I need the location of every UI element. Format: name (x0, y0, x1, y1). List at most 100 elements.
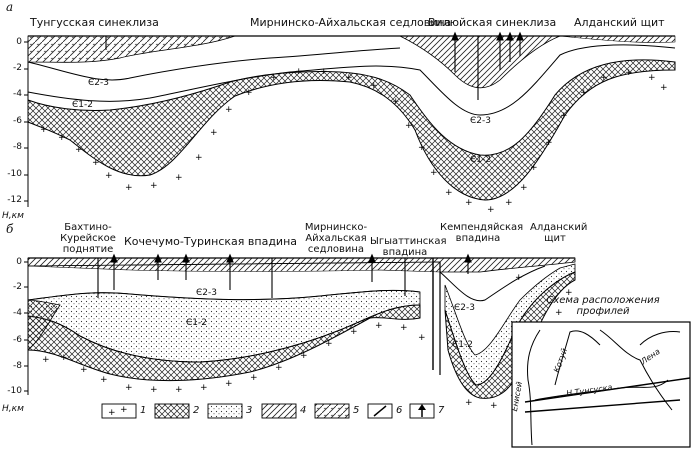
legend-swatch-4 (261, 403, 297, 419)
svg-text:+: + (375, 321, 383, 331)
svg-text:+: + (105, 171, 113, 181)
panel-b-tick-6: -6 (13, 335, 22, 345)
svg-text:+: + (530, 163, 538, 173)
svg-text:+: + (660, 83, 668, 93)
legend-graphics: ++ (101, 403, 435, 419)
svg-text:+: + (245, 88, 253, 98)
svg-text:+: + (560, 111, 568, 121)
svg-text:+: + (505, 198, 513, 208)
svg-text:+: + (350, 327, 358, 337)
inset-title: Схема расположения профилей (546, 295, 660, 317)
svg-text:+: + (80, 365, 88, 375)
panel-a-wells (105, 31, 524, 100)
panel-b-layer-e23-east: Є2-3 (454, 303, 475, 313)
svg-text:+: + (405, 121, 413, 131)
svg-text:+: + (125, 183, 133, 193)
legend-swatch-5 (314, 403, 350, 419)
panel-a-region-tunguska: Тунгусская синеклиза (30, 16, 159, 29)
panel-b-axis-unit: Н,км (2, 404, 24, 414)
svg-text:+: + (325, 339, 333, 349)
svg-text:+: + (345, 73, 353, 83)
legend-swatch-2 (154, 403, 190, 419)
panel-a-layer-e12-west: Є1-2 (72, 100, 93, 110)
svg-text:+: + (465, 398, 473, 408)
svg-text:+: + (320, 67, 328, 77)
panel-a-tick-4: -4 (13, 89, 22, 99)
panel-a-basement-crosses: +++ +++ +++ +++ +++ +++ +++ +++ +++ +++ … (40, 67, 668, 215)
svg-text:+: + (270, 73, 278, 83)
panel-b-tick-10: -10 (7, 386, 22, 396)
panel-a-basement-crosshatch (27, 59, 676, 201)
panel-b-layer-e23-west: Є2-3 (196, 288, 217, 298)
svg-text:+: + (515, 273, 523, 283)
svg-text:+: + (150, 181, 158, 191)
legend-label-7: 7 (438, 405, 445, 416)
svg-text:+: + (300, 351, 308, 361)
svg-text:+: + (625, 68, 633, 78)
legend-label-3: 3 (246, 405, 253, 416)
panel-a-region-mirny: Мирнинско-Айхальская седловина (250, 16, 452, 29)
svg-text:+: + (125, 383, 133, 393)
panel-b-region-mirny: Мирнинско-Айхальская седловина (304, 222, 368, 255)
legend-label-2: 2 (193, 405, 200, 416)
legend-swatch-3 (207, 403, 243, 419)
panel-b-section: +++ +++ +++ +++ +++ ++ +++ +++ ++ (24, 253, 576, 411)
svg-text:+: + (370, 81, 378, 91)
legend-label-4: 4 (300, 405, 307, 416)
svg-text:+: + (250, 373, 258, 383)
svg-text:+: + (545, 138, 553, 148)
panel-b-tick-8: -8 (13, 361, 22, 371)
panel-b-tick-4: -4 (13, 308, 22, 318)
svg-text:+: + (600, 73, 608, 83)
panel-a-region-aldan: Алданский щит (574, 16, 665, 29)
panel-a-layer-e12-east: Є1-2 (470, 155, 491, 165)
svg-text:+: + (40, 125, 48, 135)
svg-text:+: + (150, 385, 158, 395)
svg-text:+: + (648, 73, 656, 83)
panel-b-letter: б (6, 222, 14, 236)
panel-a-layer-e23-west: Є2-3 (88, 78, 109, 88)
panel-b-layer-e12-west: Є1-2 (186, 318, 207, 328)
panel-a-layer-e23-east: Є2-3 (470, 116, 491, 126)
svg-text:+: + (490, 401, 498, 411)
panel-b-region-aldan: Алданский щит (530, 222, 588, 244)
svg-text:+: + (200, 383, 208, 393)
svg-text:+: + (175, 385, 183, 395)
panel-a-tick-2: -2 (13, 63, 22, 73)
svg-text:+: + (100, 375, 108, 385)
panel-a-region-viluy: Вилюйская синеклиза (428, 16, 557, 29)
legend-label-6: 6 (396, 405, 403, 416)
panel-a-tick-0: 0 (16, 37, 22, 47)
svg-text:+: + (555, 308, 563, 318)
panel-a-tick-12: -12 (7, 195, 22, 205)
svg-text:+: + (430, 168, 438, 178)
svg-text:+: + (580, 88, 588, 98)
panel-b-tick-2: -2 (13, 282, 22, 292)
svg-text:+: + (520, 183, 528, 193)
svg-text:+: + (60, 353, 68, 363)
svg-text:+: + (392, 97, 400, 107)
svg-text:+: + (58, 133, 66, 143)
svg-text:+: + (225, 379, 233, 389)
svg-text:+: + (275, 363, 283, 373)
panel-b-region-kochechum: Кочечумо-Туринская впадина (124, 235, 298, 248)
panel-a-section: +++ +++ +++ +++ +++ +++ +++ +++ +++ +++ … (24, 31, 676, 215)
svg-text:+: + (418, 143, 426, 153)
svg-text:+: + (225, 105, 233, 115)
svg-text:+: + (295, 67, 303, 77)
panel-a-upper-hatched-cover (27, 35, 236, 63)
svg-text:+: + (108, 408, 116, 418)
panel-a-viluy-hatched-cover (399, 35, 561, 89)
svg-text:+: + (487, 205, 495, 215)
panel-b-tick-0: 0 (16, 257, 22, 267)
panel-b-region-ygyatta: Ыгыаттинская впадина (370, 236, 447, 258)
panel-b-region-bakhtino: Бахтино-Курейское поднятие (60, 222, 116, 255)
svg-text:+: + (75, 145, 83, 155)
panel-b-region-kempendyai: Кемпендяйская впадина (440, 222, 524, 244)
legend-label-5: 5 (353, 405, 360, 416)
panel-a-axis-unit: Н,км (2, 211, 24, 221)
svg-text:+: + (92, 158, 100, 168)
svg-text:+: + (210, 128, 218, 138)
